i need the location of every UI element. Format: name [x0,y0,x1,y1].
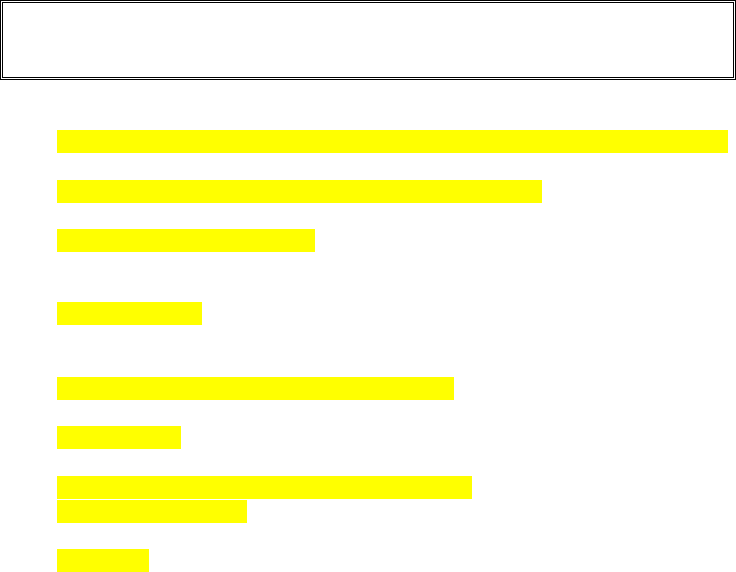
header-title [3,3,733,19]
header-box [0,0,736,80]
highlighted-line-3 [57,229,315,252]
highlighted-line-9 [57,549,149,572]
highlighted-line-4 [57,302,202,325]
highlighted-line-8 [57,500,247,523]
highlighted-line-6 [57,426,181,449]
highlighted-line-5 [57,377,454,400]
highlighted-line-2 [57,180,542,203]
highlighted-line-7 [57,476,472,499]
highlighted-line-1 [57,130,728,153]
